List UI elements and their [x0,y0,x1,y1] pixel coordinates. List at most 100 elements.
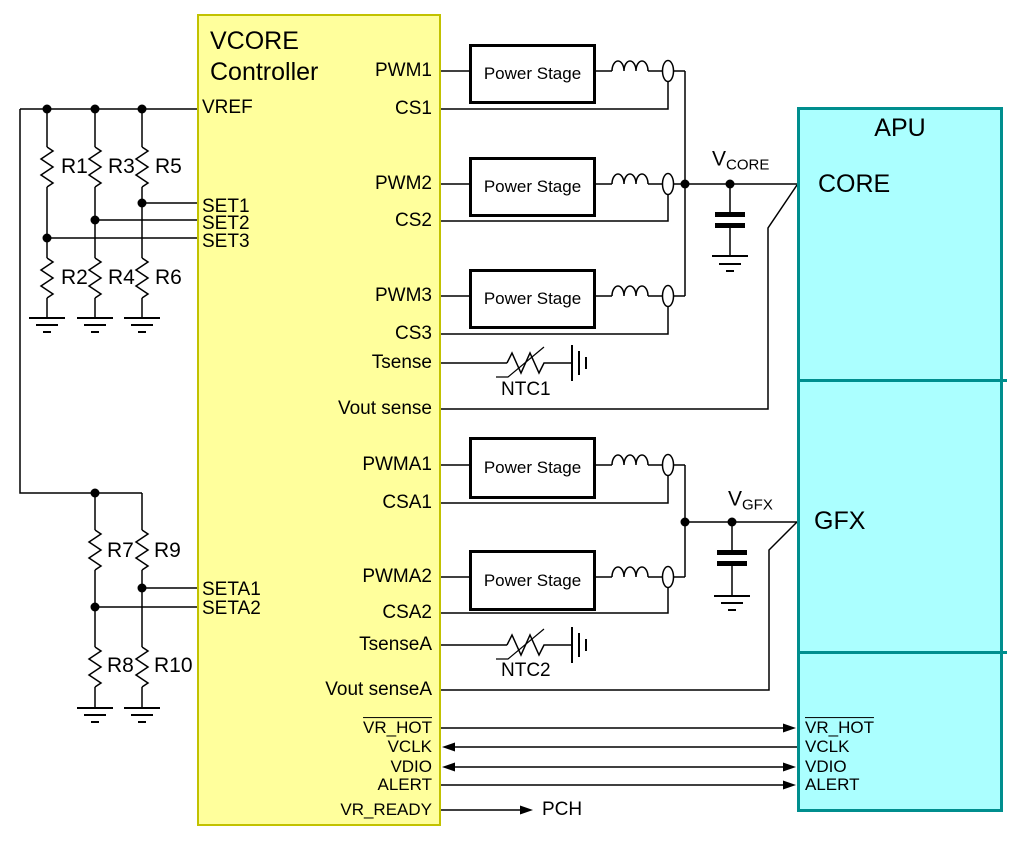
pin-seta1: SETA1 [202,579,261,601]
resistor-r1-symbol [39,146,55,188]
pin-seta2: SETA2 [202,598,261,620]
net-label-vcore: VCORE [712,147,770,174]
label-r4: R4 [108,265,135,289]
pin-vdio: VDIO [390,757,432,777]
junction-dots [42,104,737,612]
pin-vout-sensea: Vout senseA [325,679,432,701]
label-r3: R3 [108,154,135,178]
power-stage-2: Power Stage [469,157,596,217]
label-r8: R8 [107,653,134,677]
net-label-pch: PCH [542,799,583,821]
vref-set-network [19,108,197,494]
arrow-right-icon [783,780,796,790]
power-stage-label: Power Stage [483,289,582,308]
capacitor-icon [715,223,745,228]
current-sense-icon [661,172,675,196]
current-sense-icon [661,284,675,308]
apu-pin-vr-hot: VR_HOT [805,718,874,738]
controller-title-line1: VCORE [210,26,299,55]
pin-csa2: CSA2 [382,602,432,624]
pin-vclk: VCLK [387,737,432,757]
ground-icon [712,255,748,272]
power-stage-1: Power Stage [469,44,596,104]
pin-vr-ready: VR_READY [340,800,432,820]
ground-icon [124,317,160,333]
vout-sense-wire [441,184,798,410]
apu-pin-alert: ALERT [805,775,860,795]
pin-cs1: CS1 [395,98,432,120]
controller-title-line2: Controller [210,57,319,86]
pin-pwma1: PWMA1 [362,454,432,476]
power-stage-a1: Power Stage [469,437,596,499]
vcore-base: V [712,147,727,171]
ground-right-icon [571,345,587,381]
power-stage-label: Power Stage [483,177,582,196]
apu-title: APU [874,113,926,142]
inductor-icon [611,173,649,185]
resistor-r5-symbol [134,146,150,188]
apu-gfx-signal-divider [797,651,1007,654]
label-r6: R6 [155,265,182,289]
pin-cs3: CS3 [395,323,432,345]
pin-csa1: CSA1 [382,492,432,514]
pin-vout-sense: Vout sense [337,398,432,420]
resistor-r7-symbol [87,529,103,571]
arrow-right-icon [783,723,796,733]
vgfx-sub: GFX [742,496,773,514]
apu-pin-vclk: VCLK [805,737,850,757]
resistor-r6-symbol [134,257,150,299]
pin-pwm3: PWM3 [375,285,432,307]
ground-right-icon [571,627,587,663]
arrow-left-icon [442,762,455,772]
pin-vr-hot: VR_HOT [363,718,432,738]
capacitor-icon [717,550,747,555]
ntc1-symbol [441,345,587,381]
capacitor-icon [715,212,745,217]
pin-set1: SET1 [202,196,250,218]
signal-wiring [441,723,797,815]
power-stage-label: Power Stage [483,570,582,590]
power-stage-label: Power Stage [483,458,582,477]
resistor-r3-symbol [87,146,103,188]
core-phase-wiring [441,59,798,410]
arrow-left-icon [442,742,455,752]
apu-pin-vdio: VDIO [805,757,847,777]
inductor-icon [611,285,649,297]
pin-alert: ALERT [377,775,433,795]
net-label-vgfx: VGFX [728,487,773,514]
vcore-sub: CORE [726,156,770,174]
power-stage-label: Power Stage [483,64,582,83]
ground-icon [77,317,113,333]
pin-tsensea: TsenseA [359,634,432,656]
label-r5: R5 [155,154,182,178]
pin-pwm2: PWM2 [375,173,432,195]
pin-pwma2: PWMA2 [362,566,432,588]
inductor-icon [611,60,649,72]
current-sense-icon [661,453,675,477]
vgfx-base: V [728,487,743,511]
inductor-icon [611,454,649,466]
arrow-right-icon [783,762,796,772]
label-r9: R9 [154,538,181,562]
pin-tsense: Tsense [371,352,432,374]
power-stage-3: Power Stage [469,269,596,329]
apu-box [797,107,1003,812]
label-r7: R7 [107,538,134,562]
inductor-icon [611,566,649,578]
vcore-controller-box [197,14,441,826]
pin-vref: VREF [202,97,253,119]
vout-senseA-wire [441,521,798,691]
current-sense-icon [661,59,675,83]
resistor-r8-symbol [87,646,103,688]
apu-core-gfx-divider [797,379,1007,382]
label-r2: R2 [61,265,88,289]
arrow-right-icon [520,805,533,815]
ground-icon [714,595,750,611]
power-stage-a2: Power Stage [469,550,596,611]
resistor-r10-symbol [134,646,150,688]
ntc2-symbol [441,627,587,663]
current-sense-icon [661,565,675,589]
resistor-r9-symbol [134,529,150,571]
capacitor-icon [717,561,747,566]
